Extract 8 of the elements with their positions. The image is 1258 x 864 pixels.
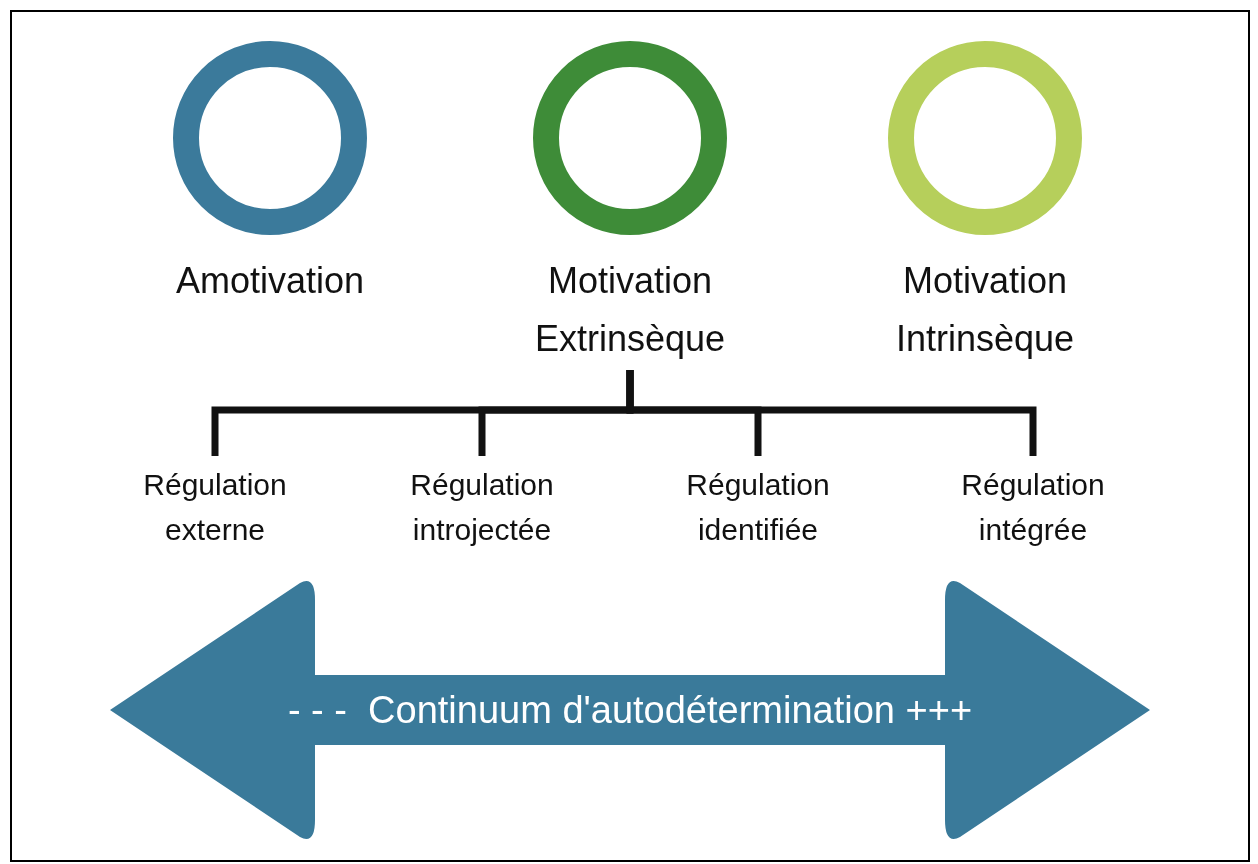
category-label: Motivation Intrinsèque: [894, 259, 1076, 361]
regulation-label: Régulation identifiée: [685, 467, 831, 548]
category-label: Amotivation: [175, 259, 365, 303]
continuum-label: - - - Continuum d'autodétermination +++: [287, 687, 973, 733]
regulation-label: Régulation introjectée: [409, 467, 555, 548]
regulation-label: Régulation intégrée: [960, 467, 1106, 548]
category-label: Motivation Extrinsèque: [533, 259, 727, 361]
regulation-label: Régulation externe: [142, 467, 288, 548]
